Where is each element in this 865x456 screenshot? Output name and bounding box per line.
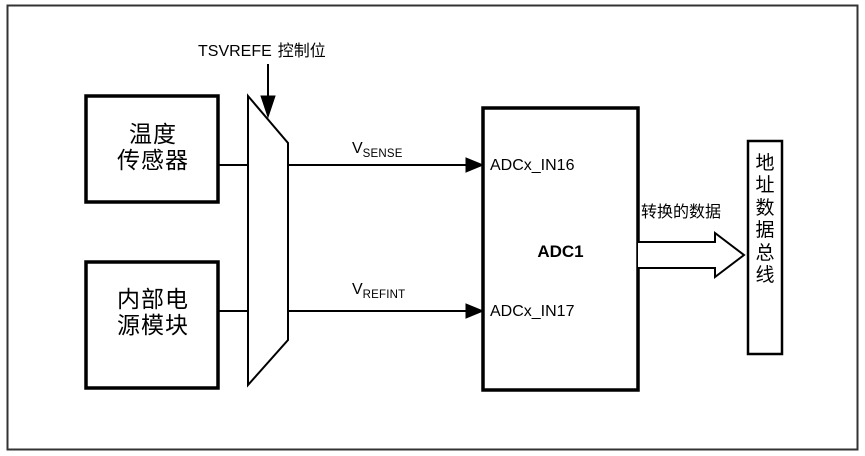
multiplexer-shape <box>247 93 289 388</box>
control-signal-arrowhead <box>260 95 276 119</box>
converted-data-block-arrow <box>638 230 746 280</box>
temperature-sensor-label-line1: 温度 <box>129 122 177 148</box>
bus-char-3: 据 <box>755 219 775 242</box>
adc-block-name: ADC1 <box>537 242 584 261</box>
temperature-sensor-block <box>84 94 220 204</box>
temperature-sensor-label-line2: 传感器 <box>117 148 189 175</box>
address-data-bus-block <box>746 139 784 356</box>
vrefint-label: VREFINT <box>352 281 405 302</box>
outer-frame <box>6 4 859 451</box>
bus-char-4: 总 <box>755 241 775 264</box>
internal-power-label: 内部电 源模块 <box>88 287 218 340</box>
tsvrefe-control-label: TSVREFE 控制位 <box>198 41 326 61</box>
bus-char-5: 线 <box>755 264 775 287</box>
internal-power-label-line2: 源模块 <box>117 313 189 340</box>
bus-char-2: 数 <box>755 196 775 219</box>
vrefint-base: V <box>352 281 363 298</box>
vsense-label: VSENSE <box>352 140 403 161</box>
adc-input-in17-label: ADCx_IN17 <box>490 303 575 320</box>
vrefint-subscript: REFINT <box>362 289 406 302</box>
internal-power-label-line1: 内部电 <box>117 287 189 313</box>
address-data-bus-label: 地 址 数 据 总 线 <box>748 152 782 286</box>
vsense-subscript: SENSE <box>362 148 403 161</box>
tsvrefe-control-cn: 控制位 <box>277 41 326 60</box>
bus-char-1: 址 <box>755 174 775 197</box>
adc-input-in16-label: ADCx_IN16 <box>490 157 575 174</box>
tsvrefe-tag: TSVREFE <box>198 43 272 60</box>
vsense-base: V <box>352 140 363 157</box>
vrefint-arrowhead <box>465 303 485 319</box>
converted-data-label: 转换的数据 <box>641 202 722 221</box>
vsense-arrowhead <box>465 157 485 173</box>
temperature-sensor-label: 温度 传感器 <box>88 122 218 175</box>
internal-power-block <box>84 260 220 390</box>
adc-block <box>481 106 640 392</box>
bus-char-0: 地 <box>755 152 775 174</box>
